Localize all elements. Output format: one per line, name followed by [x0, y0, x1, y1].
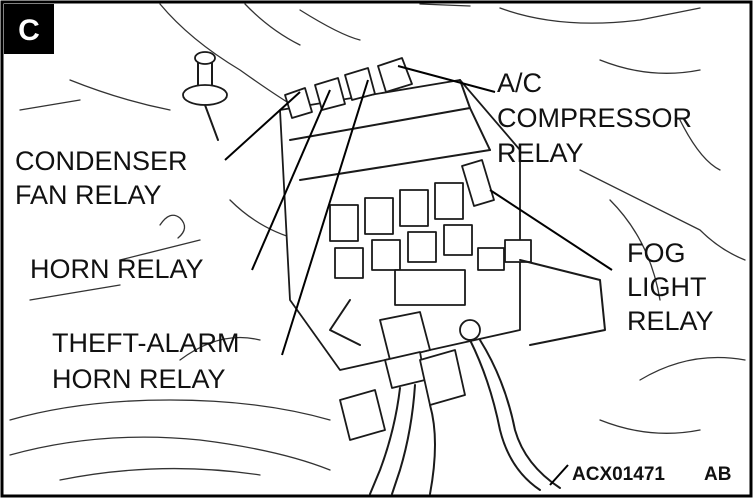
- ac-compressor-relay-label: A/C COMPRESSOR RELAY: [497, 68, 700, 168]
- leader-condenser-fan: [224, 91, 301, 161]
- leader-horn: [251, 89, 331, 271]
- section-tag-letter: C: [18, 14, 40, 47]
- leader-ac-compressor: [397, 65, 496, 93]
- horn-relay-label: HORN RELAY: [30, 254, 204, 284]
- leader-fog-light: [489, 189, 613, 271]
- wiring-harness: [339, 311, 561, 495]
- callout-labels: A/C COMPRESSOR RELAY CONDENSER FAN RELAY…: [15, 68, 714, 394]
- theft-alarm-horn-relay-label: THEFT-ALARM HORN RELAY: [52, 328, 247, 394]
- section-tag: C: [4, 4, 54, 54]
- figure-code-number: ACX01471: [572, 464, 665, 485]
- figure-code-suffix: AB: [704, 464, 731, 485]
- leader-lines: [224, 65, 613, 356]
- relay-box: [279, 57, 606, 371]
- mounting-post: [159, 51, 228, 239]
- condenser-fan-relay-label: CONDENSER FAN RELAY: [15, 146, 195, 210]
- leader-theft-alarm: [281, 79, 369, 356]
- figure-code: ACX01471 AB: [549, 464, 731, 486]
- fog-light-relay-label: FOG LIGHT RELAY: [627, 238, 714, 336]
- relay-socket-grid: [329, 182, 532, 306]
- engine-bay-sketch: [9, 3, 746, 481]
